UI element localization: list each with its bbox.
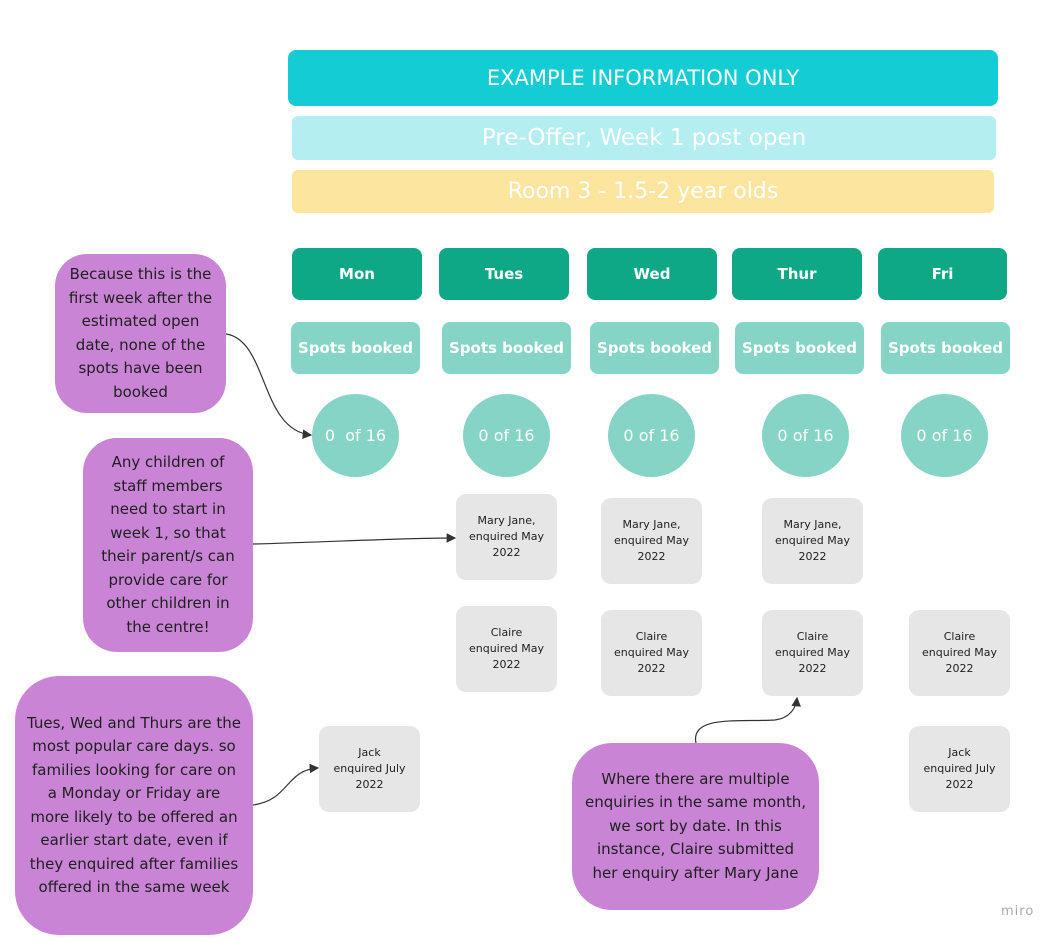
spots-booked-thur: Spots booked (735, 322, 864, 374)
enquiry-card-tues-claire: Claire enquired May 2022 (456, 606, 557, 692)
note-staff-children: Any children of staff members need to st… (83, 438, 253, 652)
arrow-popular-to-mon-jack (252, 763, 320, 806)
day-header-fri: Fri (878, 248, 1007, 300)
note-sort-by-date: Where there are multiple enquiries in th… (572, 743, 819, 910)
day-header-tues: Tues (439, 248, 569, 300)
spots-count-thur: 0 of 16 (762, 394, 849, 477)
title-banner: EXAMPLE INFORMATION ONLY (288, 50, 998, 106)
enquiry-card-tues-mary-jane: Mary Jane, enquired May 2022 (456, 494, 557, 580)
spots-count-fri: 0 of 16 (901, 394, 988, 477)
enquiry-card-wed-mary-jane: Mary Jane, enquired May 2022 (601, 498, 702, 584)
enquiry-card-thur-claire: Claire enquired May 2022 (762, 610, 863, 696)
spots-booked-wed: Spots booked (590, 322, 719, 374)
spots-booked-fri: Spots booked (881, 322, 1010, 374)
enquiry-card-fri-claire: Claire enquired May 2022 (909, 610, 1010, 696)
arrow-first-week-to-mon-count (225, 333, 313, 439)
day-header-mon: Mon (292, 248, 422, 300)
spots-count-mon: 0 of 16 (312, 394, 399, 477)
spots-count-tues: 0 of 16 (463, 394, 550, 477)
day-header-wed: Wed (587, 248, 717, 300)
subtitle-banner: Pre-Offer, Week 1 post open (292, 116, 996, 160)
room-banner: Room 3 - 1.5-2 year olds (292, 170, 994, 213)
spots-count-wed: 0 of 16 (608, 394, 695, 477)
spots-booked-tues: Spots booked (442, 322, 571, 374)
note-popular-days: Tues, Wed and Thurs are the most popular… (15, 676, 253, 935)
arrow-staff-to-tues-mary-jane (252, 533, 457, 545)
arrow-sort-to-thur-claire (695, 696, 801, 744)
enquiry-card-mon-jack: Jack enquired July 2022 (319, 726, 420, 812)
miro-watermark: miro (1001, 904, 1035, 919)
enquiry-card-thur-mary-jane: Mary Jane, enquired May 2022 (762, 498, 863, 584)
spots-booked-mon: Spots booked (291, 322, 420, 374)
note-first-week: Because this is the first week after the… (55, 254, 226, 413)
enquiry-card-fri-jack: Jack enquired July 2022 (909, 726, 1010, 812)
day-header-thur: Thur (732, 248, 862, 300)
enquiry-card-wed-claire: Claire enquired May 2022 (601, 610, 702, 696)
